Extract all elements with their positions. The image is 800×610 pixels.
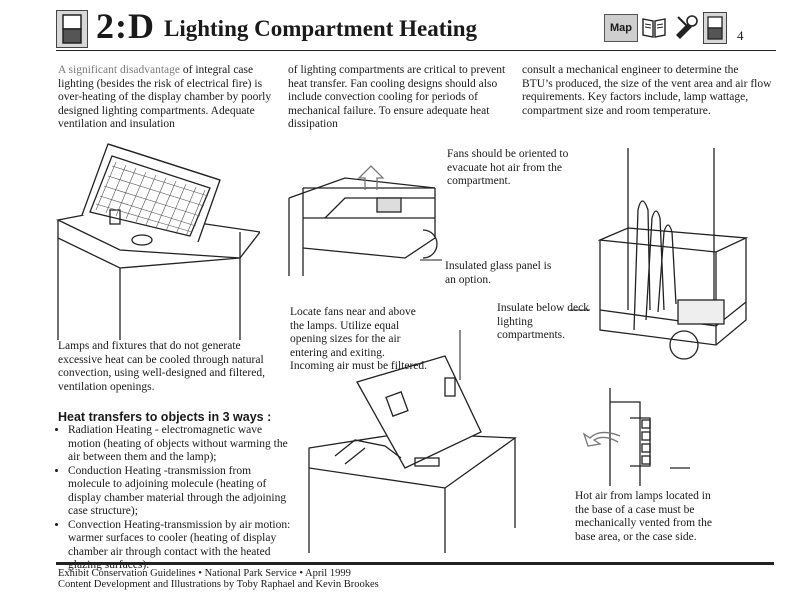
caption-lamps-fixtures: Lamps and fixtures that do not generate … <box>58 340 265 393</box>
section-number: 2:D <box>96 6 155 46</box>
book-icon[interactable] <box>640 13 668 41</box>
fan-section-illustration <box>288 165 438 276</box>
case-icon[interactable] <box>703 12 727 44</box>
footer-source: Exhibit Conservation Guidelines • Nation… <box>58 568 351 579</box>
intro-column-3: consult a mechanical engineer to determi… <box>522 64 772 117</box>
header-divider <box>56 50 776 51</box>
caption-insulate-below: Insulate below deck lighting compartment… <box>497 302 589 341</box>
leader-lines <box>420 259 590 380</box>
intro-column-1: A significant disadvantage of integral c… <box>58 64 283 132</box>
intro-highlight: A significant disadvantage <box>58 64 180 76</box>
tools-icon[interactable] <box>672 13 700 41</box>
intro-column-1-text: of integral case lighting (besides the r… <box>58 64 272 130</box>
caption-locate-fans: Locate fans near and above the lamps. Ut… <box>290 306 428 372</box>
footer-credits: Content Development and Illustrations by… <box>58 579 379 590</box>
intro-column-2: of lighting compartments are critical to… <box>288 64 506 130</box>
caption-hot-air: Hot air from lamps located in the base o… <box>575 490 712 543</box>
case-with-fans-illustration <box>308 355 517 553</box>
caption-fans-oriented: Fans should be oriented to evacuate hot … <box>447 148 569 187</box>
open-case-illustration <box>55 143 260 340</box>
footer-divider <box>56 562 774 565</box>
base-vent-detail-illustration <box>582 388 690 486</box>
section-case-icon <box>56 10 88 48</box>
tall-case-illustration <box>598 148 749 360</box>
page-title: Lighting Compartment Heating <box>164 16 478 41</box>
caption-insulated-glass: Insulated glass panel is an option. <box>445 260 552 286</box>
heat-transfers-list: Radiation Heating - electromagnetic wave… <box>52 424 296 573</box>
list-item: Conduction Heating -transmission from mo… <box>68 465 296 519</box>
heat-transfers-title: Heat transfers to objects in 3 ways : <box>58 410 272 424</box>
list-item: Radiation Heating - electromagnetic wave… <box>68 424 296 465</box>
page-number: 4 <box>737 28 744 43</box>
map-button[interactable]: Map <box>604 14 638 42</box>
